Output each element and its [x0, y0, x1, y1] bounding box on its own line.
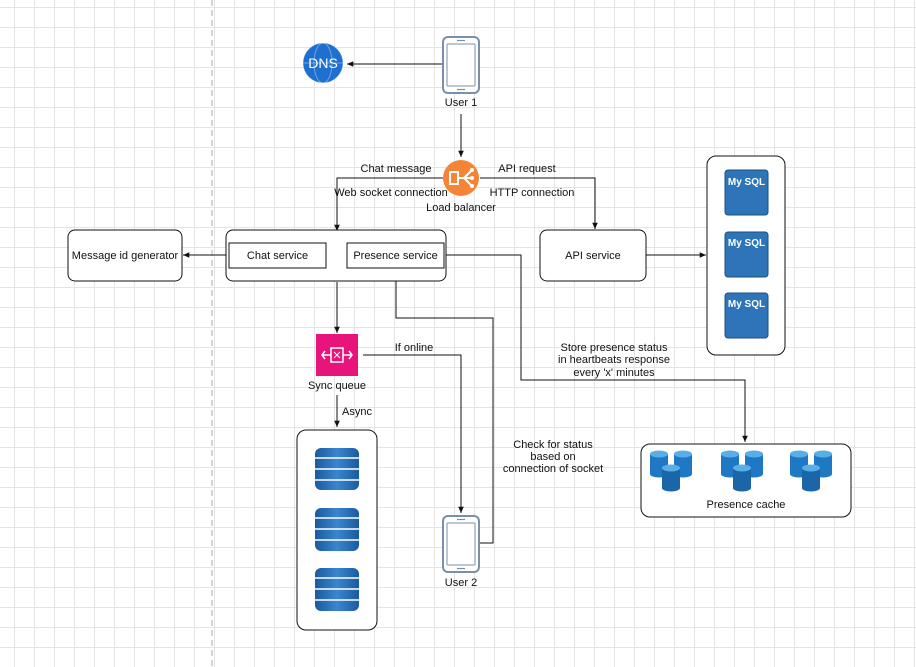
api-service-label: API service	[565, 250, 621, 262]
sync-queue-icon	[316, 334, 358, 376]
edge-label-async: Async	[342, 406, 372, 418]
database-icon-1	[315, 448, 359, 490]
user1-label: User 1	[445, 97, 477, 109]
chat-service-label: Chat service	[247, 250, 308, 262]
cache-icon-1	[650, 450, 692, 492]
edge-label-if-online: If online	[395, 342, 434, 354]
edge-label-web-socket: Web socket connection	[334, 187, 448, 199]
chat-service-box	[228, 242, 327, 269]
mysql-label-1: My SQL	[728, 177, 765, 188]
cache-icon-3	[790, 450, 832, 492]
sync-queue-label: Sync queue	[308, 380, 366, 392]
database-icon-3	[315, 568, 359, 611]
edge-label-check-status-2: based on	[530, 451, 575, 463]
mysql-icon-2: My SQL	[724, 231, 769, 278]
edge-user2-presence	[393, 272, 494, 544]
user2-phone-icon	[442, 515, 480, 573]
edge-lb-api	[480, 177, 598, 229]
load-balancer-icon	[443, 160, 479, 196]
edge-label-store-presence-3: every 'x' minutes	[573, 367, 655, 379]
edge-label-http-connection: HTTP connection	[490, 187, 575, 199]
edge-queue-user2	[363, 354, 464, 513]
connectors	[183, 61, 748, 544]
dns-icon: DNS	[302, 42, 344, 84]
message-id-generator-label: Message id generator	[72, 250, 179, 262]
cache-icon-2	[721, 450, 763, 492]
edge-label-store-presence-1: Store presence status	[560, 342, 668, 354]
edge-label-check-status-3: connection of socket	[503, 463, 603, 475]
dns-label: DNS	[308, 55, 338, 71]
presence-service-label: Presence service	[353, 250, 437, 262]
mysql-icon-3: My SQL	[724, 292, 769, 339]
presence-cache-label: Presence cache	[707, 499, 786, 511]
mysql-label-2: My SQL	[728, 238, 765, 249]
presence-service-box	[346, 242, 445, 269]
edge-lb-chat	[334, 177, 443, 231]
api-service-box	[539, 229, 647, 282]
edge-label-store-presence-2: in heartbeats response	[558, 354, 670, 366]
user2-label: User 2	[445, 577, 477, 589]
edge-label-check-status-1: Check for status	[513, 439, 593, 451]
load-balancer-label: Load balancer	[426, 202, 496, 214]
user1-phone-icon	[442, 36, 480, 94]
mysql-label-3: My SQL	[728, 299, 765, 310]
edge-label-api-request: API request	[498, 163, 555, 175]
edge-label-chat-message: Chat message	[361, 163, 432, 175]
database-icon-2	[315, 508, 359, 551]
edge-presence-cache	[446, 254, 748, 442]
mysql-icon-1: My SQL	[724, 169, 769, 216]
message-id-generator-box	[67, 229, 183, 282]
